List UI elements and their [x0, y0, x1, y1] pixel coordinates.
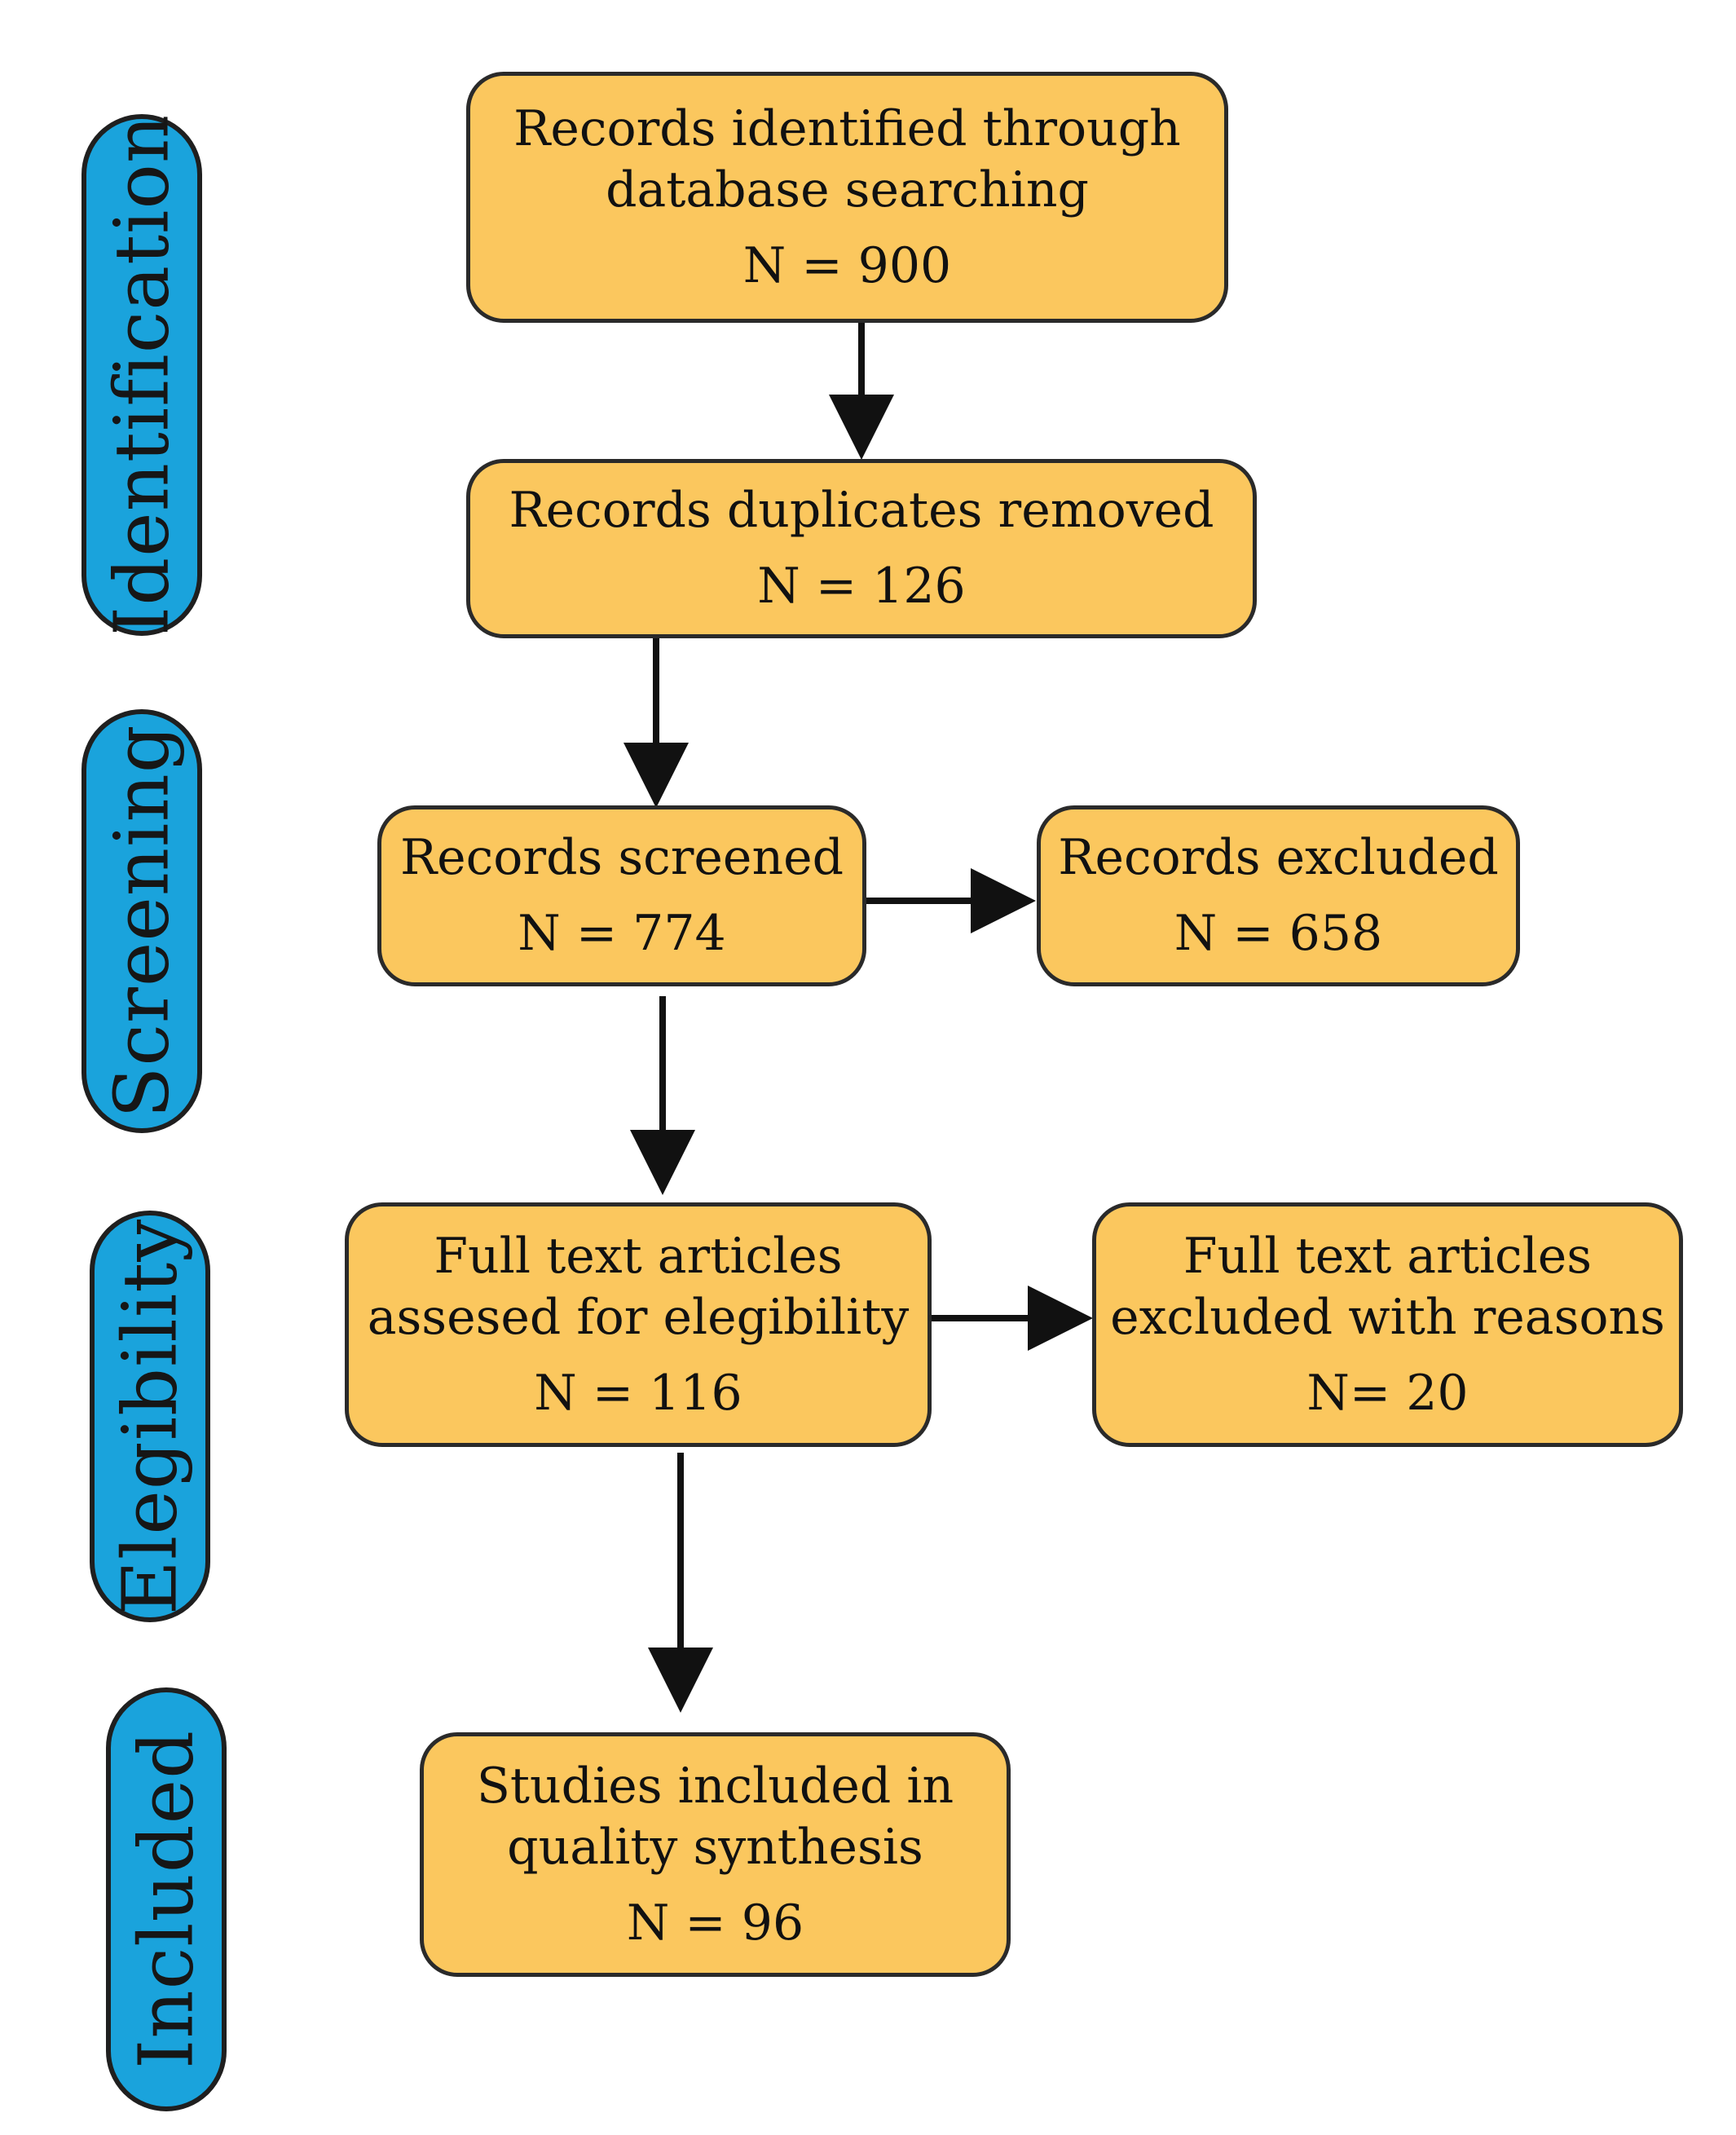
- stage-elegibility-pill: Elegibility: [90, 1211, 210, 1622]
- stage-screening-pill: Screening: [82, 709, 202, 1133]
- box-records-screened-count: N = 774: [518, 905, 726, 962]
- box-studies-included: Studies included in quality synthesis N …: [420, 1732, 1011, 1977]
- stage-included-pill: Included: [106, 1687, 227, 2111]
- box-full-text-excluded-line1: Full text articles: [1183, 1227, 1593, 1285]
- box-full-text-excluded-count: N= 20: [1306, 1364, 1469, 1422]
- stage-identification-pill: Identification: [82, 114, 202, 636]
- box-duplicates-removed-line1: Records duplicates removed: [509, 482, 1214, 539]
- box-records-identified-line1: Records identified through: [513, 99, 1181, 157]
- box-records-identified: Records identified through database sear…: [466, 72, 1228, 323]
- box-full-text-assessed: Full text articles assesed for elegibili…: [345, 1202, 932, 1447]
- box-duplicates-removed: Records duplicates removed N = 126: [466, 459, 1257, 638]
- box-studies-included-line1: Studies included in: [476, 1757, 954, 1815]
- box-records-screened: Records screened N = 774: [377, 805, 866, 986]
- box-studies-included-line2: quality synthesis: [507, 1818, 923, 1876]
- box-full-text-assessed-line1: Full text articles: [434, 1227, 843, 1285]
- box-full-text-excluded: Full text articles excluded with reasons…: [1092, 1202, 1683, 1447]
- box-records-screened-line1: Records screened: [399, 829, 844, 886]
- box-records-excluded-line1: Records excluded: [1058, 829, 1499, 886]
- box-full-text-assessed-count: N = 116: [534, 1364, 742, 1422]
- box-duplicates-removed-count: N = 126: [757, 558, 966, 615]
- box-records-identified-count: N = 900: [742, 236, 952, 294]
- box-records-identified-line2: database searching: [606, 161, 1089, 218]
- box-full-text-excluded-line2: excluded with reasons: [1110, 1288, 1665, 1346]
- box-records-excluded-count: N = 658: [1174, 905, 1383, 962]
- box-records-excluded: Records excluded N = 658: [1037, 805, 1520, 986]
- box-studies-included-count: N = 96: [626, 1894, 804, 1952]
- box-full-text-assessed-line2: assesed for elegibility: [367, 1288, 910, 1346]
